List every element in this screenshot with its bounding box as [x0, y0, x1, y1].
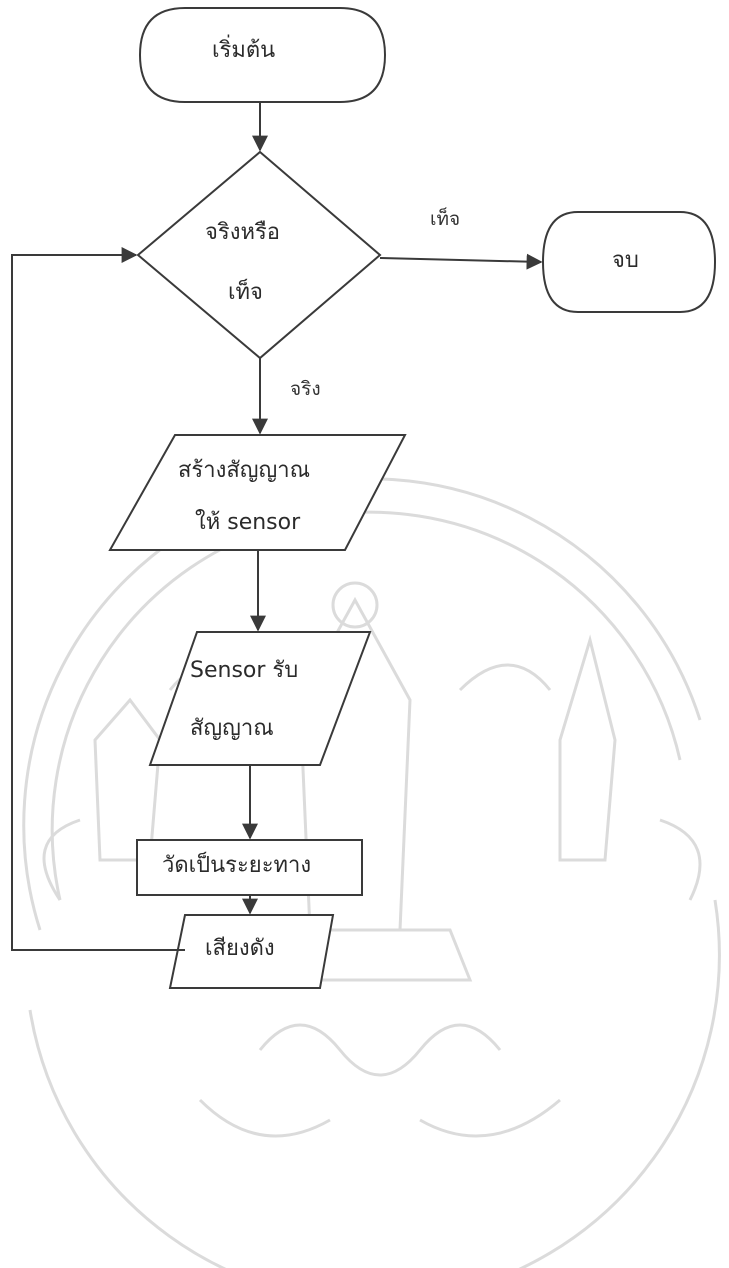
step2-label-line1: Sensor รับ — [190, 658, 299, 683]
false-branch-label: เท็จ — [430, 208, 461, 230]
start-terminator — [138, 7, 387, 103]
decision-diamond — [136, 150, 382, 360]
university-seal-watermark — [22, 477, 721, 1268]
decision-label-line1: จริงหรือ — [205, 220, 280, 245]
loop-back-connector — [11, 247, 185, 951]
decision-label-line2: เท็จ — [228, 280, 263, 305]
sensor-receive-process — [148, 631, 372, 766]
arrow-decision-to-end — [379, 253, 543, 270]
step1-label-line2: ให้ sensor — [195, 510, 301, 535]
generate-signal-process — [108, 434, 407, 551]
true-branch-label: จริง — [290, 378, 321, 400]
end-terminator — [541, 211, 717, 313]
step1-label-line1: สร้างสัญญาณ — [178, 458, 311, 483]
end-label: จบ — [612, 248, 639, 273]
step3-label: วัดเป็นระยะทาง — [162, 853, 312, 878]
step2-label-line2: สัญญาณ — [190, 716, 274, 741]
start-label: เริ่มต้น — [212, 38, 276, 63]
sound-output-parallelogram — [168, 914, 335, 989]
measure-distance-box — [136, 839, 363, 896]
step4-label: เสียงดัง — [205, 936, 275, 961]
